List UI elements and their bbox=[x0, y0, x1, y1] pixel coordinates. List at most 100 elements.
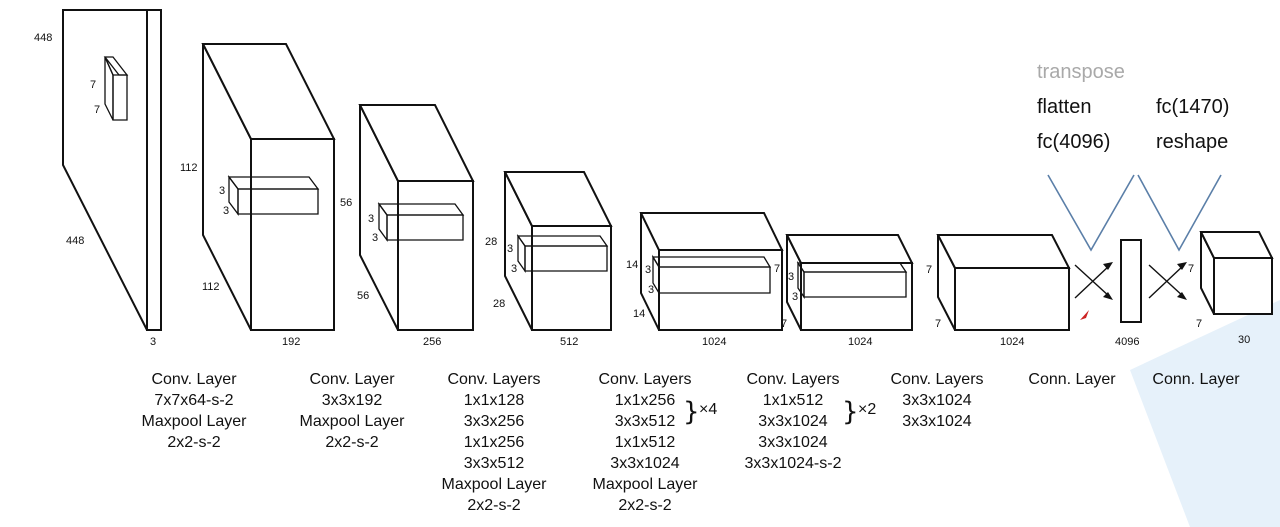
l3-height-label: 28 bbox=[485, 236, 497, 248]
l1-channels-label: 192 bbox=[282, 336, 300, 348]
annotation-transpose: transpose bbox=[1037, 61, 1125, 83]
input-width-label: 448 bbox=[66, 235, 84, 247]
kernel3-h-label: 3 bbox=[368, 213, 374, 225]
svg-text:3x3x1024: 3x3x1024 bbox=[902, 392, 971, 409]
annotation-reshape: reshape bbox=[1156, 131, 1228, 153]
fc-4096-vector bbox=[1120, 239, 1142, 323]
out-height-label: 7 bbox=[1188, 263, 1194, 275]
kernel1-h-label: 7 bbox=[90, 79, 96, 91]
svg-text:3x3x1024: 3x3x1024 bbox=[902, 413, 971, 430]
kernel-3x3-e bbox=[796, 260, 908, 300]
svg-text:3x3x512: 3x3x512 bbox=[615, 413, 676, 430]
input-volume bbox=[62, 9, 162, 331]
svg-text:3x3x1024: 3x3x1024 bbox=[610, 455, 679, 472]
svg-text:1x1x512: 1x1x512 bbox=[615, 434, 676, 451]
svg-text:Conv. Layers: Conv. Layers bbox=[890, 371, 983, 388]
kernel-3x3-b bbox=[377, 202, 465, 242]
svg-text:3x3x1024: 3x3x1024 bbox=[758, 434, 827, 451]
svg-text:3x3x512: 3x3x512 bbox=[464, 455, 525, 472]
kernel5-h-label: 3 bbox=[645, 264, 651, 276]
repeat-x2-label: ×2 bbox=[858, 401, 876, 418]
svg-text:Maxpool Layer: Maxpool Layer bbox=[142, 413, 248, 430]
caption-layer-1: Conv. Layer 7x7x64-s-2 Maxpool Layer 2x2… bbox=[142, 371, 248, 451]
input-height-label: 448 bbox=[34, 32, 52, 44]
volume-7x7x1024-a bbox=[785, 234, 914, 331]
volume-112x112x192 bbox=[201, 43, 336, 331]
svg-text:1x1x512: 1x1x512 bbox=[763, 392, 824, 409]
svg-text:Conn. Layer: Conn. Layer bbox=[1152, 371, 1240, 388]
kernel6-w-label: 3 bbox=[792, 291, 798, 303]
volume-56x56x256 bbox=[358, 104, 475, 331]
svg-text:Conv. Layers: Conv. Layers bbox=[447, 371, 540, 388]
l2-channels-label: 256 bbox=[423, 336, 441, 348]
l6-height-label: 7 bbox=[926, 264, 932, 276]
brace-x2: } bbox=[842, 397, 859, 427]
kernel1-w-label: 7 bbox=[94, 104, 100, 116]
caption-layer-3: Conv. Layers 1x1x128 3x3x256 1x1x256 3x3… bbox=[442, 371, 548, 514]
svg-text:3x3x192: 3x3x192 bbox=[322, 392, 383, 409]
kernel6-h-label: 3 bbox=[788, 271, 794, 283]
caption-layer-5: Conv. Layers 1x1x512 3x3x1024 3x3x1024 3… bbox=[745, 371, 842, 472]
out-channels-label: 30 bbox=[1238, 334, 1250, 346]
l6-channels-label: 1024 bbox=[1000, 336, 1024, 348]
fc-arrows-1 bbox=[1074, 262, 1113, 300]
svg-text:Conv. Layer: Conv. Layer bbox=[151, 371, 237, 388]
kernel2-h-label: 3 bbox=[219, 185, 225, 197]
svg-text:2x2-s-2: 2x2-s-2 bbox=[618, 497, 671, 514]
l1-height-label: 112 bbox=[180, 162, 198, 174]
l3-channels-label: 512 bbox=[560, 336, 578, 348]
caption-layer-2: Conv. Layer 3x3x192 Maxpool Layer 2x2-s-… bbox=[300, 371, 406, 451]
volume-14x14x1024 bbox=[639, 212, 784, 331]
repeat-x4-label: ×4 bbox=[699, 401, 717, 418]
svg-text:Conv. Layer: Conv. Layer bbox=[309, 371, 395, 388]
annotation-pointer-right bbox=[1137, 174, 1222, 252]
volume-7x7x1024-b bbox=[936, 234, 1071, 331]
svg-text:Maxpool Layer: Maxpool Layer bbox=[442, 476, 548, 493]
kernel-3x3-a bbox=[227, 175, 320, 216]
fc-length-label: 4096 bbox=[1115, 336, 1139, 348]
fc-arrows-2 bbox=[1148, 262, 1187, 300]
svg-text:Conv. Layers: Conv. Layers bbox=[746, 371, 839, 388]
svg-text:1x1x256: 1x1x256 bbox=[615, 392, 676, 409]
svg-text:Maxpool Layer: Maxpool Layer bbox=[300, 413, 406, 430]
caption-layer-8: Conn. Layer bbox=[1152, 371, 1240, 388]
svg-text:2x2-s-2: 2x2-s-2 bbox=[325, 434, 378, 451]
svg-text:7x7x64-s-2: 7x7x64-s-2 bbox=[154, 392, 233, 409]
l5-height-label: 7 bbox=[774, 263, 780, 275]
kernel5-w-label: 3 bbox=[648, 284, 654, 296]
caption-layer-6: Conv. Layers 3x3x1024 3x3x1024 bbox=[890, 371, 983, 430]
input-channels-label: 3 bbox=[150, 336, 156, 348]
background-highlight bbox=[1130, 300, 1280, 527]
l2-height-label: 56 bbox=[340, 197, 352, 209]
l6-width-label: 7 bbox=[935, 318, 941, 330]
svg-text:2x2-s-2: 2x2-s-2 bbox=[467, 497, 520, 514]
annotation-pointer-left bbox=[1047, 174, 1135, 252]
l4-height-label: 14 bbox=[626, 259, 638, 271]
caption-layer-4: Conv. Layers 1x1x256 3x3x512 1x1x512 3x3… bbox=[593, 371, 699, 514]
annotation-flatten: flatten bbox=[1037, 96, 1091, 118]
svg-text:1x1x256: 1x1x256 bbox=[464, 434, 525, 451]
brace-x4: } bbox=[683, 397, 700, 427]
svg-text:3x3x1024-s-2: 3x3x1024-s-2 bbox=[745, 455, 842, 472]
svg-text:Maxpool Layer: Maxpool Layer bbox=[593, 476, 699, 493]
annotation-fc-1470: fc(1470) bbox=[1156, 96, 1229, 118]
volume-28x28x512 bbox=[503, 171, 613, 331]
svg-text:Conn. Layer: Conn. Layer bbox=[1028, 371, 1116, 388]
svg-text:3x3x256: 3x3x256 bbox=[464, 413, 525, 430]
caption-layer-7: Conn. Layer bbox=[1028, 371, 1116, 388]
l1-width-label: 112 bbox=[202, 281, 220, 293]
l2-width-label: 56 bbox=[357, 290, 369, 302]
l5-channels-label: 1024 bbox=[848, 336, 872, 348]
kernel-3x3-d bbox=[651, 254, 772, 296]
svg-text:3x3x1024: 3x3x1024 bbox=[758, 413, 827, 430]
kernel4-h-label: 3 bbox=[507, 243, 513, 255]
kernel2-w-label: 3 bbox=[223, 205, 229, 217]
l3-width-label: 28 bbox=[493, 298, 505, 310]
kernel3-w-label: 3 bbox=[372, 232, 378, 244]
cursor-mark bbox=[1080, 310, 1089, 320]
l4-width-label: 14 bbox=[633, 308, 645, 320]
kernel-3x3-c bbox=[516, 233, 609, 274]
svg-text:2x2-s-2: 2x2-s-2 bbox=[167, 434, 220, 451]
l5-width-label: 7 bbox=[781, 318, 787, 330]
